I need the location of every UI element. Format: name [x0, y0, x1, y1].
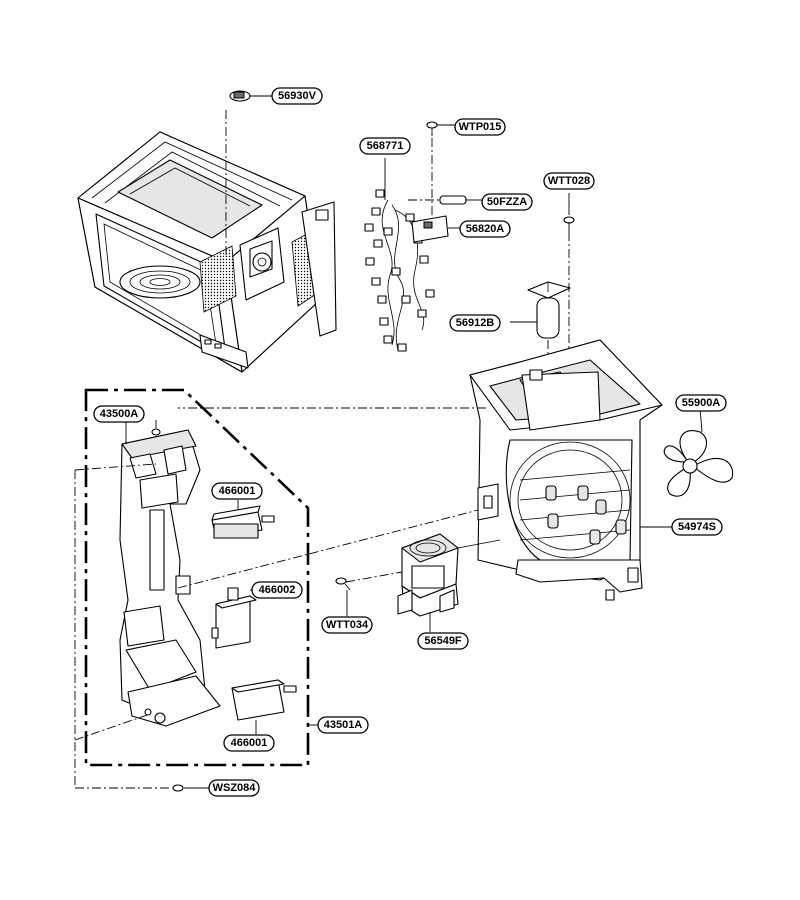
label-wtt028: WTT028	[543, 172, 595, 190]
motor-bracket-54974s	[178, 339, 672, 601]
latch-assembly-frame	[84, 388, 310, 767]
svg-text:55900A: 55900A	[682, 397, 721, 409]
svg-text:WTT028: WTT028	[548, 175, 590, 187]
label-50fzza: 50FZZA	[481, 193, 533, 211]
label-54974s: 54974S	[671, 518, 723, 536]
svg-text:WTP015: WTP015	[459, 121, 502, 133]
svg-text:WTT034: WTT034	[326, 619, 369, 631]
label-56930v: 56930V	[271, 87, 323, 105]
label-568771: 568771	[359, 137, 411, 155]
fuse-50fzza	[408, 195, 482, 205]
label-wtp015: WTP015	[454, 118, 506, 136]
bracket-clips	[545, 485, 627, 545]
label-55900a: 55900A	[675, 394, 727, 412]
svg-text:56930V: 56930V	[278, 90, 317, 102]
part-labels: 56930V WTP015 568771 WTT028 50FZZA 56820…	[93, 87, 727, 797]
label-466001-bottom: 466001	[223, 734, 275, 752]
screw-wtt034	[335, 577, 351, 616]
label-466002: 466002	[251, 581, 303, 599]
fan-motor-56549f	[345, 533, 501, 632]
svg-text:568771: 568771	[367, 140, 404, 152]
latch-board-43500a	[74, 420, 479, 789]
svg-text:56820A: 56820A	[466, 223, 505, 235]
label-wsz084: WSZ084	[208, 779, 260, 797]
svg-text:WSZ084: WSZ084	[213, 782, 257, 794]
svg-text:466001: 466001	[231, 737, 268, 749]
svg-text:466001: 466001	[219, 485, 256, 497]
screw-wsz084	[172, 784, 210, 792]
oven-cavity-assembly	[77, 90, 337, 373]
label-56549f: 56549F	[417, 632, 469, 650]
svg-text:466002: 466002	[259, 584, 296, 596]
svg-text:43500A: 43500A	[100, 408, 139, 420]
svg-text:54974S: 54974S	[678, 521, 716, 533]
fuse-holder-56820a	[411, 215, 462, 243]
lamp-56912b	[510, 281, 571, 430]
screw-wtt028	[563, 193, 575, 372]
label-56820a: 56820A	[459, 220, 511, 238]
svg-text:50FZZA: 50FZZA	[487, 196, 527, 208]
label-43500a: 43500A	[93, 405, 145, 423]
fan-blade-55900a	[663, 407, 734, 497]
wire-harness	[364, 158, 435, 352]
svg-text:56912B: 56912B	[456, 317, 495, 329]
label-466001-top: 466001	[211, 482, 263, 500]
label-56912b: 56912B	[449, 314, 501, 332]
harness-connectors	[364, 189, 435, 352]
svg-text:56549F: 56549F	[424, 635, 462, 647]
switch-466002	[211, 587, 262, 649]
label-wtt034: WTT034	[321, 616, 373, 634]
svg-text:43501A: 43501A	[324, 719, 363, 731]
switch-466001-top	[211, 500, 275, 539]
label-43501a: 43501A	[317, 716, 369, 734]
screw-wtp015	[426, 121, 455, 222]
switch-466001-bottom	[231, 679, 318, 734]
